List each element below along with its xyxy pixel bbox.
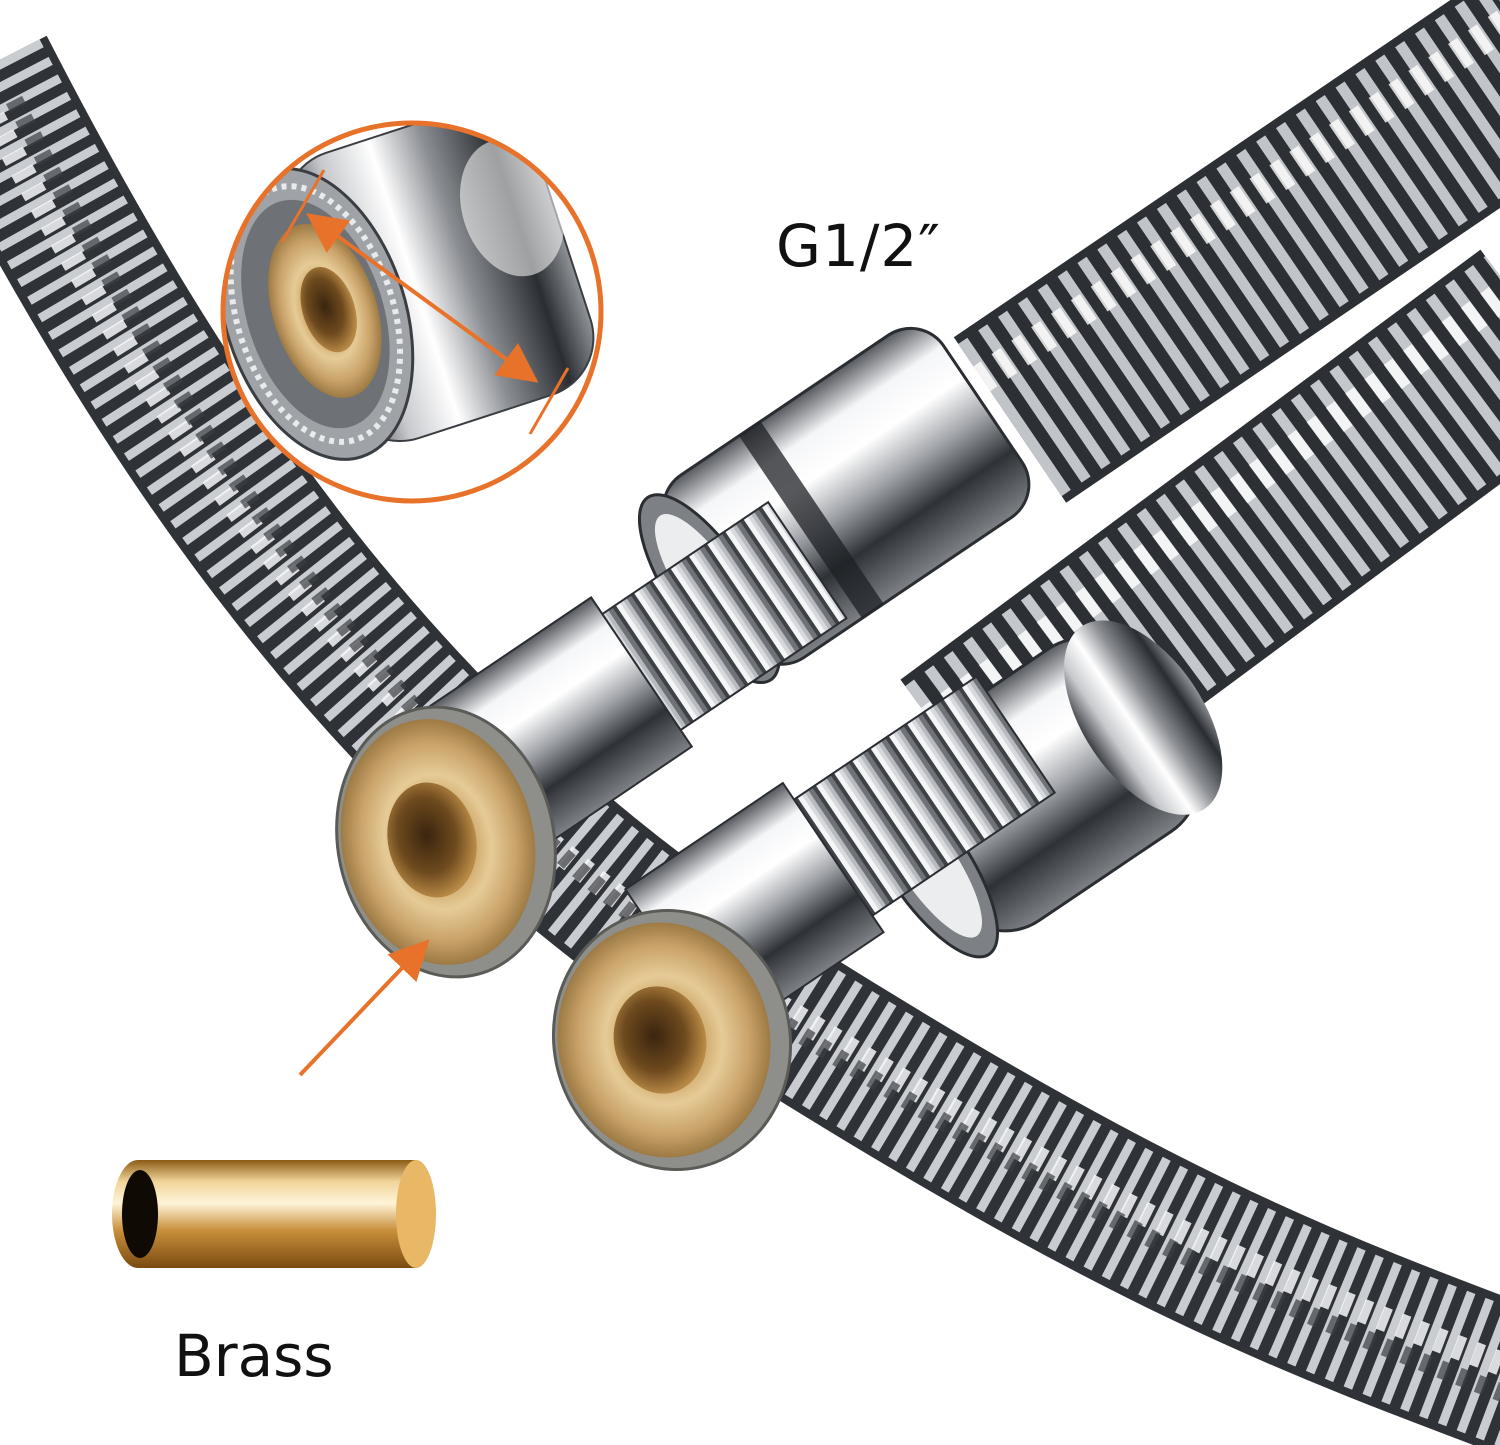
brass-tube-icon (112, 1160, 436, 1268)
brass-end-upper (335, 705, 557, 979)
brass-end-lower (551, 908, 793, 1172)
arrow-pointer-icon (298, 939, 430, 1077)
magnifier-callout-circle (220, 120, 604, 504)
thread-size-label: G1/2″ (776, 212, 941, 280)
material-label: Brass (174, 1322, 334, 1390)
double-arrow-measure-icon (306, 213, 539, 383)
hose-upper (953, 0, 1500, 503)
